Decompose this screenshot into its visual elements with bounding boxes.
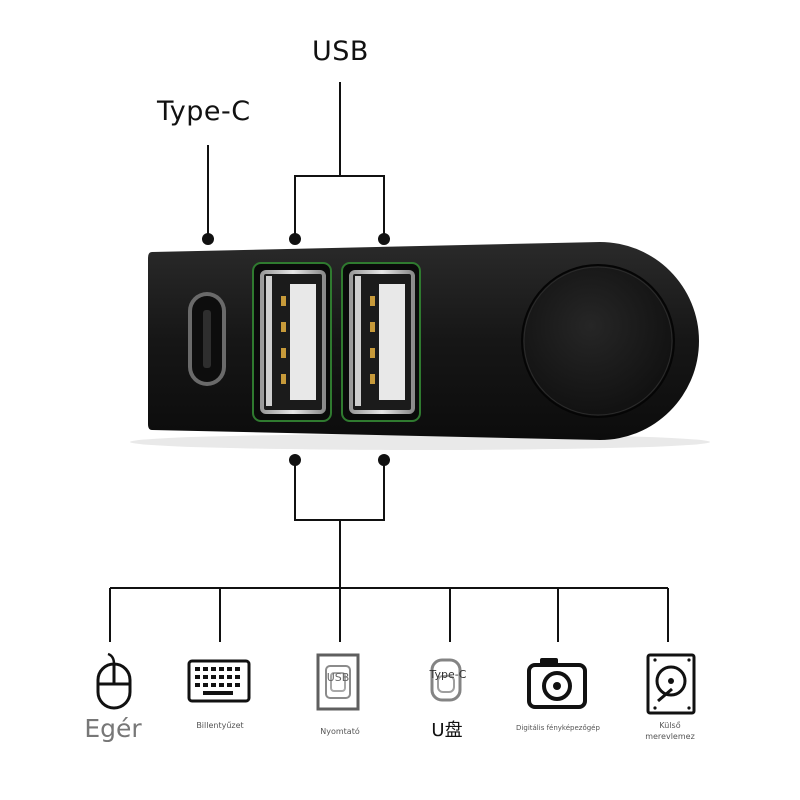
type-c-callout-label: Type-C (157, 96, 251, 127)
type-c-callout-dot (202, 233, 214, 245)
device-label-keyboard: Billentyűzet (196, 721, 244, 730)
usb-callout-dot-1 (289, 233, 301, 245)
device-label-camera: Digitális fényképezőgép (516, 724, 600, 732)
usb-drive-icon (430, 658, 462, 702)
device-label-usb-drive: U盘 (431, 720, 463, 741)
mouse-icon (96, 652, 132, 710)
usb-port-1 (252, 262, 332, 422)
camera-icon (527, 658, 587, 709)
hub-knob (521, 264, 675, 418)
type-c-port (188, 292, 226, 386)
device-label-printer: Nyomtató (320, 727, 360, 736)
usb-port-2 (341, 262, 421, 422)
printer-icon (316, 653, 360, 711)
device-label-mouse: Egér (84, 714, 142, 743)
top-connector-lines (207, 82, 385, 238)
usb-callout-dot-2 (378, 233, 390, 245)
keyboard-icon (187, 659, 251, 703)
bottom-connector-lines (109, 460, 669, 642)
usb-drive-overlay-label: Type-C (429, 668, 467, 681)
printer-overlay-label: USB (326, 671, 350, 684)
usb-callout-label: USB (312, 36, 369, 67)
hard-drive-icon (646, 653, 696, 715)
device-label-hard-drive: Külső merevlemez (645, 721, 695, 741)
